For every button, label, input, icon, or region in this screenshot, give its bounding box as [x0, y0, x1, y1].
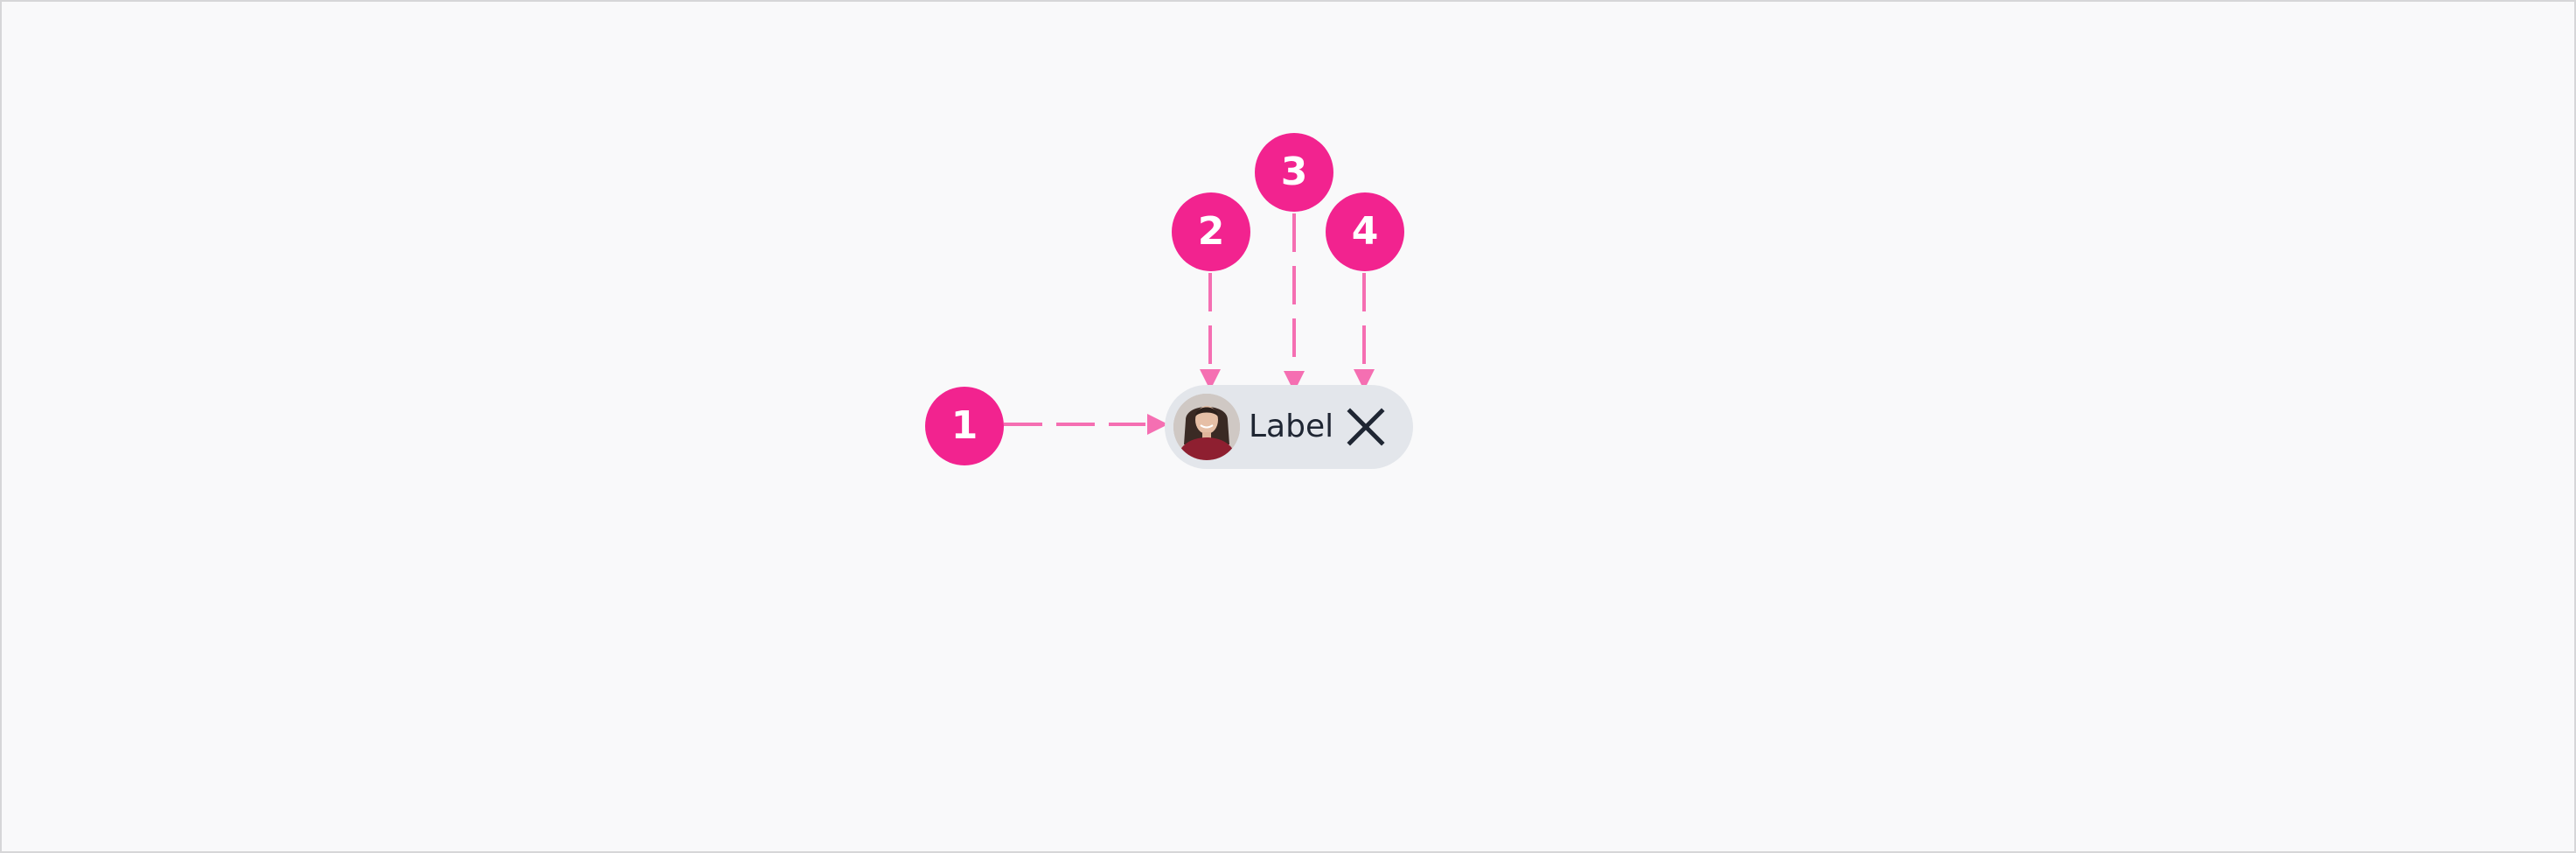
- chip[interactable]: Label: [1165, 385, 1413, 469]
- person-avatar-icon: [1173, 394, 1240, 460]
- guide-arrow-2: [1200, 369, 1221, 390]
- marker-4: 4: [1326, 192, 1404, 271]
- guide-arrow-3: [1284, 371, 1305, 392]
- close-icon[interactable]: [1345, 406, 1387, 448]
- marker-3: 3: [1255, 133, 1333, 212]
- marker-2: 2: [1172, 192, 1250, 271]
- guide-arrow-1: [1147, 414, 1168, 435]
- guide-arrow-4: [1354, 369, 1375, 390]
- marker-1: 1: [925, 387, 1004, 465]
- chip-label: Label: [1249, 409, 1334, 444]
